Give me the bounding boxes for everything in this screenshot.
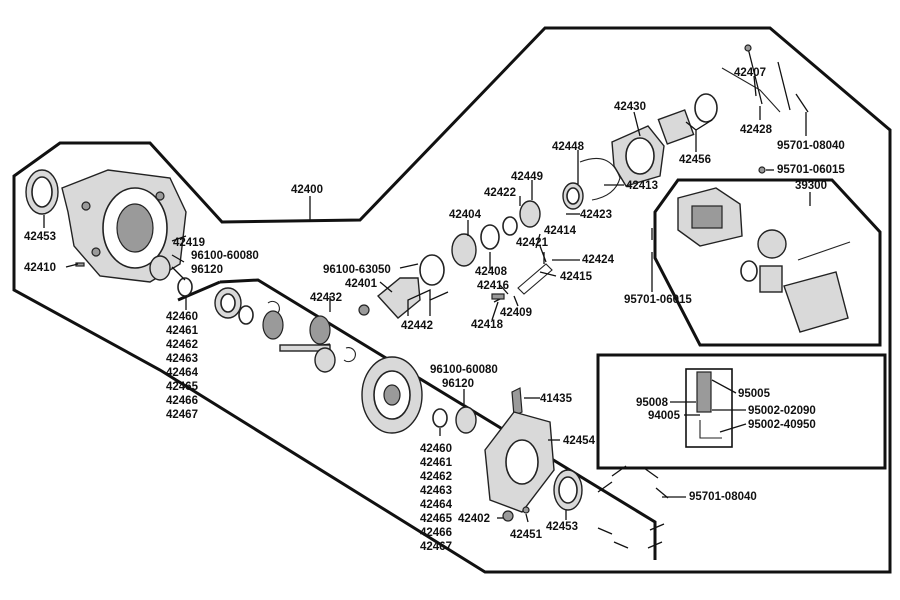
label-42410: 42410 xyxy=(24,262,56,274)
label-42453-front: 42453 xyxy=(24,231,56,243)
label-42465-front: 42465 xyxy=(166,381,199,393)
label-42448: 42448 xyxy=(552,141,585,153)
label-42466-rear: 42466 xyxy=(420,527,452,539)
label-42463-front: 42463 xyxy=(166,353,198,365)
label-42430: 42430 xyxy=(614,101,646,113)
label-95002-02090: 95002-02090 xyxy=(748,405,816,417)
label-42467-rear: 42467 xyxy=(420,541,452,553)
label-96120-front: 96120 xyxy=(191,264,223,276)
rear-cover-assembly xyxy=(432,387,669,549)
label-42464-rear: 42464 xyxy=(420,499,453,511)
part-labels: 42400 42453 42419 96100-60080 96120 4241… xyxy=(24,67,845,553)
label-42465-rear: 42465 xyxy=(420,513,453,525)
label-42418: 42418 xyxy=(471,319,504,331)
label-42414: 42414 xyxy=(544,225,577,237)
label-42456: 42456 xyxy=(679,154,711,166)
label-42442: 42442 xyxy=(401,320,433,332)
label-42402: 42402 xyxy=(458,513,490,525)
assembly-boundary-42400 xyxy=(12,26,892,574)
label-42462-rear: 42462 xyxy=(420,471,452,483)
label-42421: 42421 xyxy=(516,237,549,249)
assembly-boundary-95005 xyxy=(596,353,887,470)
label-42408: 42408 xyxy=(475,266,508,278)
label-95002-40950: 95002-40950 xyxy=(748,419,816,431)
label-42400: 42400 xyxy=(291,184,323,196)
label-96100-60080-front: 96100-60080 xyxy=(191,250,259,262)
label-42449: 42449 xyxy=(511,171,543,183)
label-39300: 39300 xyxy=(795,180,827,192)
spring-kit xyxy=(696,371,722,439)
label-42423: 42423 xyxy=(580,209,612,221)
label-42432: 42432 xyxy=(310,292,342,304)
label-42467-front: 42467 xyxy=(166,409,198,421)
label-42451: 42451 xyxy=(510,529,543,541)
label-42401: 42401 xyxy=(345,278,378,290)
label-42409: 42409 xyxy=(500,307,532,319)
label-94005: 94005 xyxy=(648,410,681,422)
label-42461-front: 42461 xyxy=(166,325,199,337)
label-95701-08040-bottom: 95701-08040 xyxy=(689,491,757,503)
label-42454: 42454 xyxy=(563,435,596,447)
assembly-boundary-39300 xyxy=(653,178,882,347)
leader-lines xyxy=(43,75,811,523)
label-95008: 95008 xyxy=(636,397,669,409)
label-42460-rear: 42460 xyxy=(420,443,452,455)
label-42419: 42419 xyxy=(173,237,205,249)
label-95701-06015-top: 95701-06015 xyxy=(777,164,845,176)
label-42404: 42404 xyxy=(449,209,482,221)
assembly-boundary-42432 xyxy=(219,278,657,560)
pinion-shaft-assembly xyxy=(358,93,718,319)
label-96100-63050: 96100-63050 xyxy=(323,264,391,276)
label-42460-front: 42460 xyxy=(166,311,198,323)
label-42466-front: 42466 xyxy=(166,395,198,407)
boundary-inner-edge xyxy=(177,280,221,302)
label-42407: 42407 xyxy=(734,67,766,79)
electric-actuator-module xyxy=(677,187,851,333)
label-95701-08040-top: 95701-08040 xyxy=(777,140,845,152)
bracket-and-studs xyxy=(721,44,809,174)
label-42416: 42416 xyxy=(477,280,509,292)
front-housing-assembly xyxy=(25,169,193,297)
label-42424: 42424 xyxy=(582,254,615,266)
differential-gear-set xyxy=(214,287,423,434)
label-42428: 42428 xyxy=(740,124,773,136)
label-42453-rear: 42453 xyxy=(546,521,578,533)
label-41435: 41435 xyxy=(540,393,573,405)
label-42422: 42422 xyxy=(484,187,516,199)
label-96120-rear: 96120 xyxy=(442,378,474,390)
label-95701-06015-mid: 95701-06015 xyxy=(624,294,692,306)
cover-bolts xyxy=(597,465,669,549)
label-42415: 42415 xyxy=(560,271,593,283)
label-96100-60080-rear: 96100-60080 xyxy=(430,364,498,376)
label-42463-rear: 42463 xyxy=(420,485,452,497)
label-42461-rear: 42461 xyxy=(420,457,453,469)
kit-box-95005 xyxy=(685,368,733,448)
label-42462-front: 42462 xyxy=(166,339,198,351)
label-42413: 42413 xyxy=(626,180,658,192)
label-42464-front: 42464 xyxy=(166,367,199,379)
label-95005: 95005 xyxy=(738,388,771,400)
